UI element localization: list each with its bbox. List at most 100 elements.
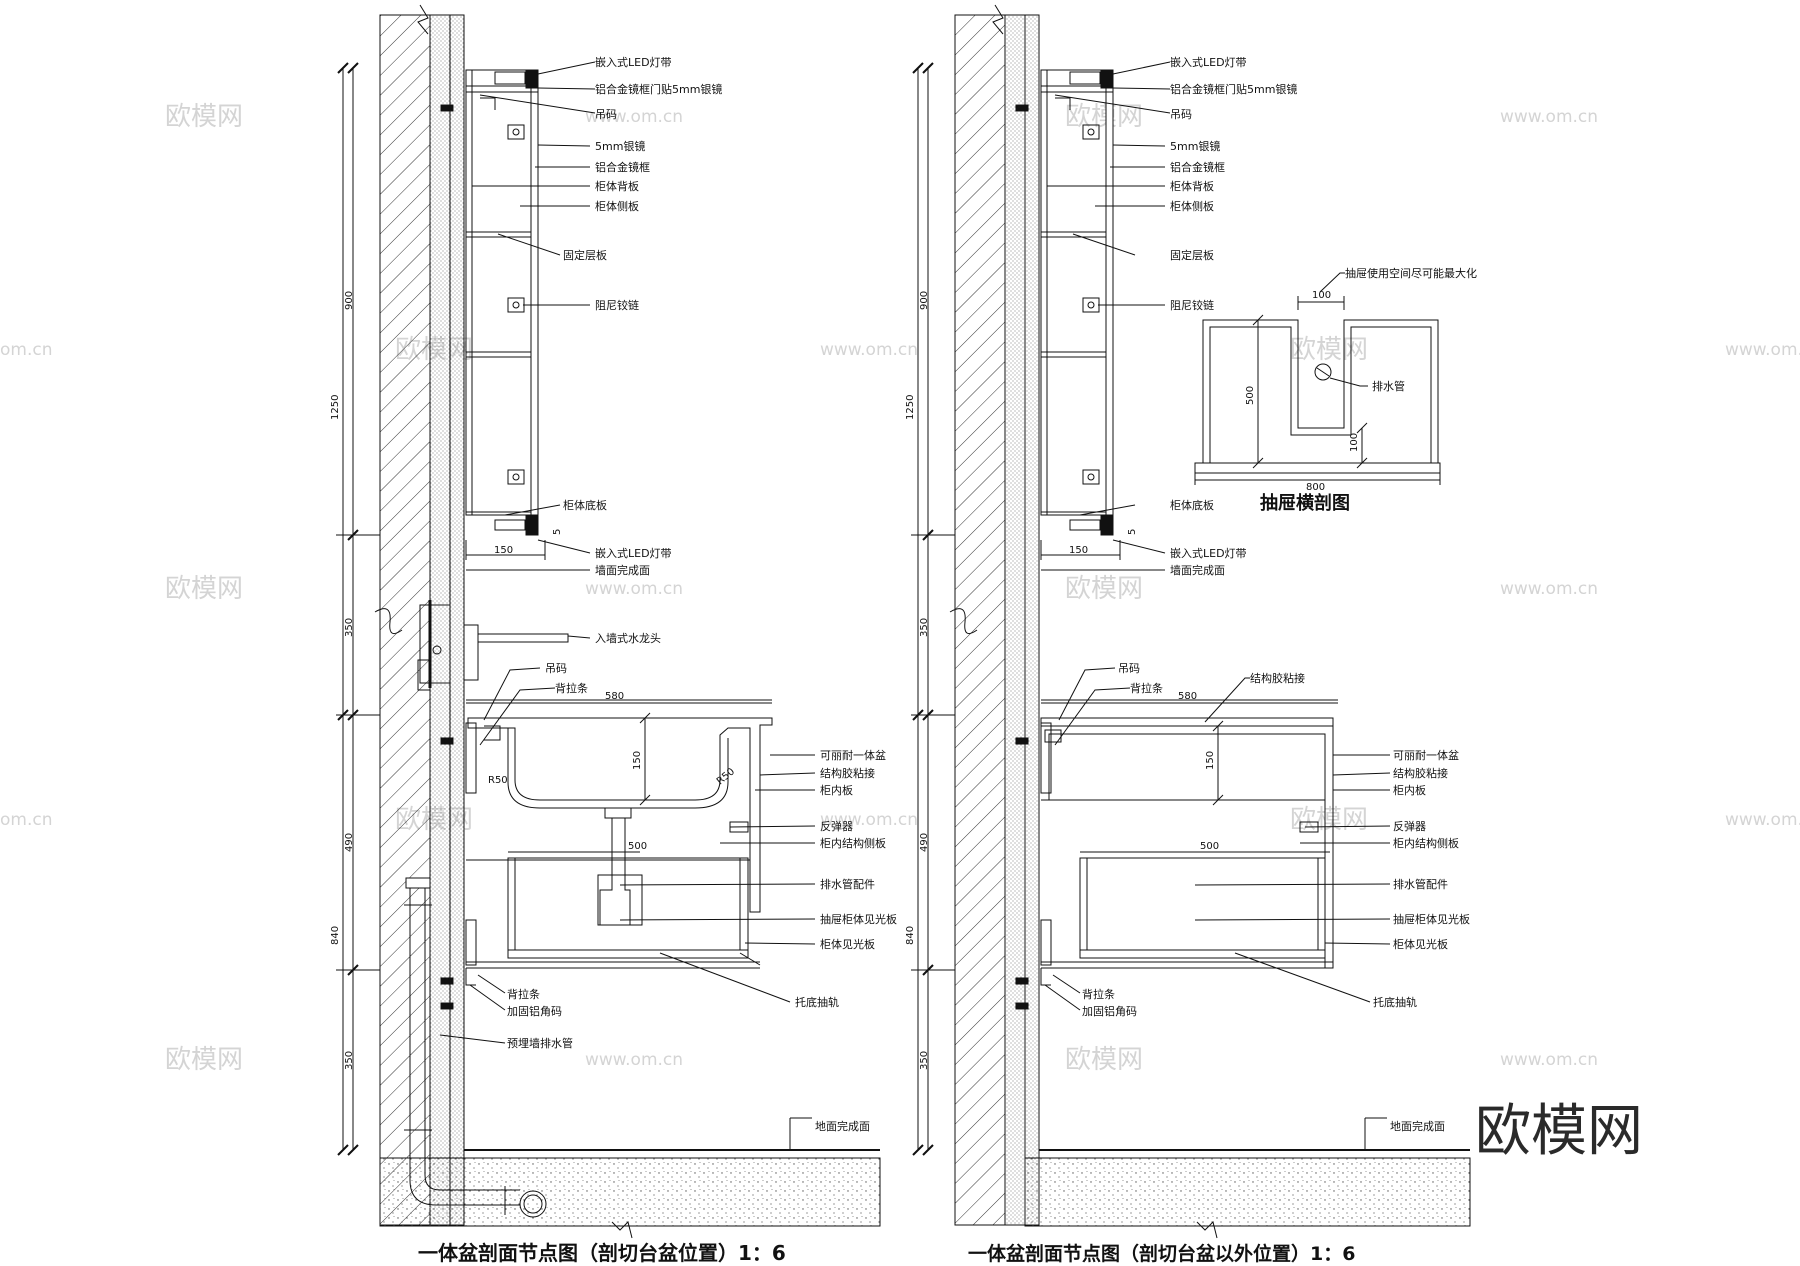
watermark-text: 欧模网 xyxy=(1290,805,1368,835)
label-mirror-5mm: 5mm银镜 xyxy=(595,139,645,153)
label-slide-rail: 托底抽轨 xyxy=(1373,995,1417,1009)
drawer-section-title: 抽屉横剖图 xyxy=(1260,492,1350,514)
right-drawing-title: 一体盆剖面节点图（剖切台盆以外位置）1：6 xyxy=(968,1242,1355,1265)
label-pipe: 排水管 xyxy=(1372,379,1405,393)
dim-150: 150 xyxy=(1069,545,1088,556)
watermark-text: 欧模网 xyxy=(165,574,243,604)
dim-350: 350 xyxy=(919,618,930,637)
watermark-url: www.om.cn xyxy=(1725,340,1800,360)
mirror-cabinet xyxy=(465,69,539,516)
label-inner-struct: 柜内结构侧板 xyxy=(1393,836,1459,850)
dim-840: 840 xyxy=(905,926,916,945)
right-section-drawing xyxy=(911,4,1471,1239)
watermark-url: www.om.cn xyxy=(820,340,918,360)
label-mirror-frame-door: 铝合金镜框门贴5mm银镜 xyxy=(595,82,722,96)
label-side-panel: 柜体侧板 xyxy=(595,199,639,213)
label-side-panel: 柜体侧板 xyxy=(1170,199,1214,213)
dim-100: 100 xyxy=(1312,290,1331,301)
dim-150: 150 xyxy=(494,545,513,556)
left-labels: 嵌入式LED灯带 铝合金镜框门贴5mm银镜 吊码 5mm银镜 铝合金镜框 柜体背… xyxy=(330,56,897,1265)
label-floor-finish: 地面完成面 xyxy=(1390,1119,1445,1133)
dim-490: 490 xyxy=(344,833,355,852)
watermark-text: 欧模网 xyxy=(165,1045,243,1075)
dim-580: 580 xyxy=(1178,691,1197,702)
label-drain-fitting: 排水管配件 xyxy=(1393,877,1448,891)
label-drain-fitting: 排水管配件 xyxy=(820,877,875,891)
watermark-url: om.cn xyxy=(0,340,53,360)
dim-580: 580 xyxy=(605,691,624,702)
drawer-box xyxy=(507,857,749,959)
label-wall-finish: 墙面完成面 xyxy=(1170,563,1225,577)
left-drawing-title: 一体盆剖面节点图（剖切台盆位置）1：6 xyxy=(418,1241,786,1265)
label-led-bottom: 嵌入式LED灯带 xyxy=(1170,547,1247,560)
label-alu-angle: 加固铝角码 xyxy=(1082,1004,1137,1018)
dim-350: 350 xyxy=(344,618,355,637)
drawer-section-plan xyxy=(1194,272,1441,485)
label-led-bottom: 嵌入式LED灯带 xyxy=(595,547,672,560)
label-damper-hinge: 阻尼铰链 xyxy=(595,298,639,312)
label-alu-angle: 加固铝角码 xyxy=(507,1004,562,1018)
label-wall-finish: 墙面完成面 xyxy=(595,563,650,577)
watermark-url: www.om.cn xyxy=(1500,107,1598,127)
watermark-text: 欧模网 xyxy=(1290,335,1368,365)
wall-hatch xyxy=(379,14,431,1226)
wall-hatch xyxy=(954,14,1006,1226)
label-cabinet-panel: 柜体见光板 xyxy=(820,937,875,951)
faucet-body xyxy=(419,604,451,684)
label-hanger-mid: 吊码 xyxy=(545,662,567,675)
label-glue-joint: 结构胶粘接 xyxy=(820,766,875,780)
dim-r50: R50 xyxy=(715,766,737,787)
label-damper-hinge: 阻尼铰链 xyxy=(1170,298,1214,312)
watermark-layer: 欧模网 www.om.cn 欧模网 www.om.cn om.cn 欧模网 ww… xyxy=(0,102,1800,1075)
brand-logo: 欧模网 xyxy=(1475,1099,1643,1164)
right-labels: 嵌入式LED灯带 铝合金镜框门贴5mm银镜 吊码 5mm银镜 铝合金镜框 柜体背… xyxy=(905,56,1470,1265)
label-alu-frame: 铝合金镜框 xyxy=(1170,160,1225,174)
label-inner-panel: 柜内板 xyxy=(820,783,853,797)
label-faucet: 入墙式水龙头 xyxy=(595,631,661,645)
watermark-text: 欧模网 xyxy=(165,102,243,132)
dim-5: 5 xyxy=(552,529,563,535)
label-mirror-frame-door: 铝合金镜框门贴5mm银镜 xyxy=(1170,82,1297,96)
left-section-drawing xyxy=(336,4,881,1239)
label-back-strip-bottom: 背拉条 xyxy=(1082,987,1115,1001)
label-back-panel: 柜体背板 xyxy=(595,179,639,193)
watermark-url: www.om.cn xyxy=(585,1050,683,1070)
watermark-text: 欧模网 xyxy=(1065,1045,1143,1075)
dim-500: 500 xyxy=(1200,841,1219,852)
dim-1250: 1250 xyxy=(330,395,341,420)
label-cabinet-panel: 柜体见光板 xyxy=(1393,937,1448,951)
mirror-cabinet xyxy=(1040,69,1114,516)
label-alu-frame: 铝合金镜框 xyxy=(595,160,650,174)
watermark-url: www.om.cn xyxy=(585,107,683,127)
dim-840: 840 xyxy=(330,926,341,945)
label-slide-rail: 托底抽轨 xyxy=(795,995,839,1009)
label-integrated-basin: 可丽耐一体盆 xyxy=(820,748,886,762)
watermark-url: www.om.cn xyxy=(585,579,683,599)
watermark-url: www.om.cn xyxy=(1500,579,1598,599)
dim-350: 350 xyxy=(919,1051,930,1070)
label-drawer-panel: 抽屉柜体见光板 xyxy=(820,912,897,926)
label-led-top: 嵌入式LED灯带 xyxy=(1170,56,1247,69)
drawer-plan-labels: 抽屉使用空间尽可能最大化 排水管 100 500 100 800 抽屉横剖图 xyxy=(1245,266,1477,514)
label-back-strip-bottom: 背拉条 xyxy=(507,987,540,1001)
floor-slab xyxy=(379,1157,881,1227)
label-inner-panel: 柜内板 xyxy=(1393,783,1426,797)
label-integrated-basin: 可丽耐一体盆 xyxy=(1393,748,1459,762)
label-fixed-shelf: 固定层板 xyxy=(1170,248,1214,262)
label-led-top: 嵌入式LED灯带 xyxy=(595,56,672,69)
label-drain-pipe: 预埋墙排水管 xyxy=(507,1036,573,1050)
watermark-url: www.om.cn xyxy=(820,810,918,830)
label-bottom-panel: 柜体底板 xyxy=(1170,498,1214,512)
dim-500: 500 xyxy=(628,841,647,852)
dim-490: 490 xyxy=(919,833,930,852)
label-back-strip: 背拉条 xyxy=(555,681,588,695)
dim-150-basin: 150 xyxy=(1205,751,1216,770)
label-floor-finish: 地面完成面 xyxy=(815,1119,870,1133)
label-mirror-5mm: 5mm银镜 xyxy=(1170,139,1220,153)
label-rebounder: 反弹器 xyxy=(1393,819,1426,833)
integrated-basin xyxy=(467,717,773,913)
label-fixed-shelf: 固定层板 xyxy=(563,248,607,262)
label-back-panel: 柜体背板 xyxy=(1170,179,1214,193)
dim-900: 900 xyxy=(919,291,930,310)
